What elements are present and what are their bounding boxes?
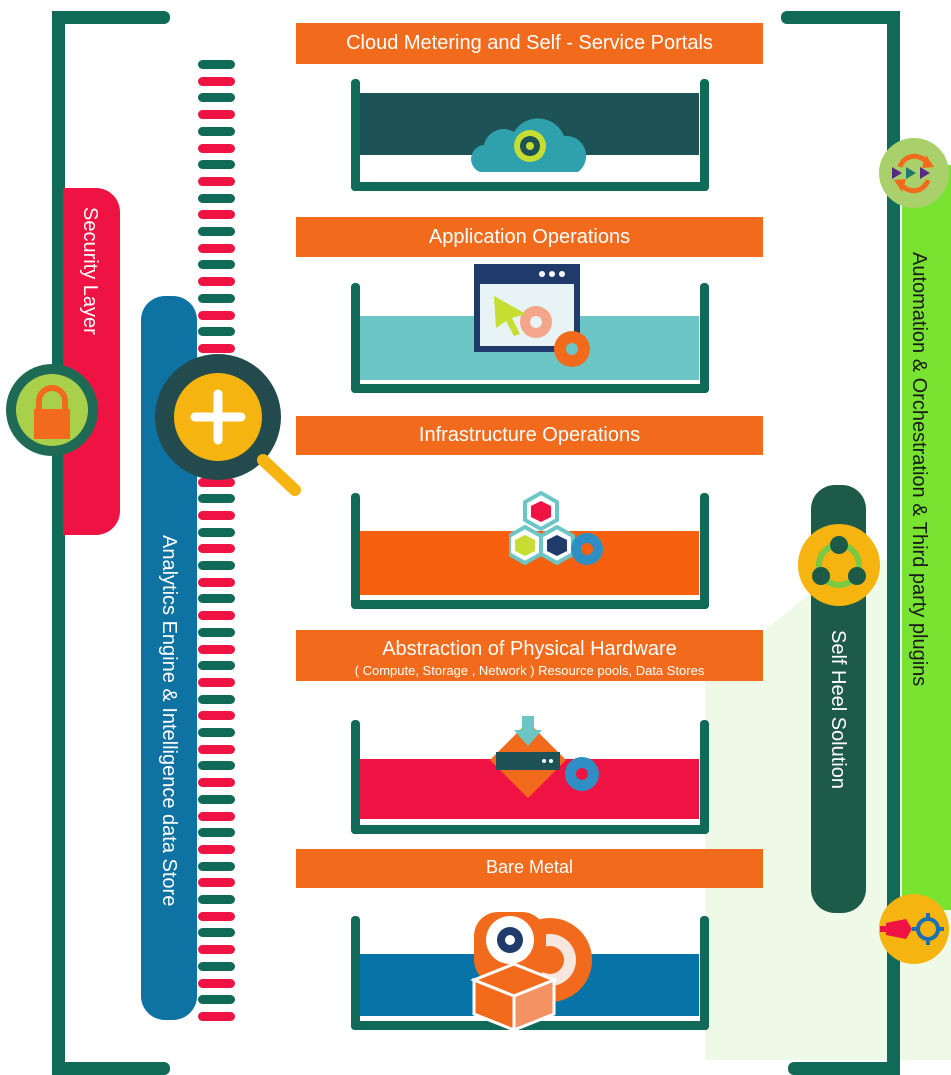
dash-segment xyxy=(198,911,235,921)
dash-segment xyxy=(198,76,235,86)
dash-segment xyxy=(198,711,235,721)
dash-segment xyxy=(198,677,235,687)
app-window-gear-icon xyxy=(474,264,590,367)
dash-segment xyxy=(198,928,235,938)
dash-segment xyxy=(198,126,235,136)
dash-segment xyxy=(198,210,235,220)
layer-4-header: Abstraction of Physical Hardware ( Compu… xyxy=(296,630,763,681)
dash-segment xyxy=(198,811,235,821)
dash-segment xyxy=(198,844,235,854)
dash-segment xyxy=(198,661,235,671)
magnifier-plus-icon xyxy=(155,354,301,496)
dash-segment xyxy=(198,627,235,637)
cloud-icon xyxy=(471,118,587,172)
dash-segment xyxy=(198,160,235,170)
dash-segment xyxy=(198,995,235,1005)
layer-5-header: Bare Metal xyxy=(296,849,763,888)
security-label: Security Layer xyxy=(79,207,101,335)
dash-segment xyxy=(198,861,235,871)
dash-segment xyxy=(198,110,235,120)
dash-segment xyxy=(198,1011,235,1021)
dash-segment xyxy=(198,293,235,303)
analytics-label: Analytics Engine & Intelligence data Sto… xyxy=(158,535,180,907)
dash-segment xyxy=(198,611,235,621)
dash-segment xyxy=(198,644,235,654)
dash-segment xyxy=(198,577,235,587)
dash-segment xyxy=(198,778,235,788)
dash-segment xyxy=(198,260,235,270)
dash-segment xyxy=(198,227,235,236)
dash-segment xyxy=(198,694,235,704)
dash-segment xyxy=(198,143,235,153)
layer-2-title: Application Operations xyxy=(428,226,631,248)
dash-segment xyxy=(198,744,235,754)
layer-1-title: Cloud Metering and Self - Service Portal… xyxy=(346,32,713,54)
dash-segment xyxy=(198,761,235,771)
dash-segment xyxy=(198,477,235,487)
automation-pill xyxy=(902,165,951,910)
dash-segment xyxy=(198,494,235,504)
dash-segment xyxy=(198,510,235,520)
server-download-gear-icon xyxy=(490,716,599,798)
self-heal-label: Self Heel Solution xyxy=(827,630,849,789)
lock-icon xyxy=(6,364,98,456)
security-pill xyxy=(63,188,120,535)
dash-segment xyxy=(198,961,235,971)
dash-segment xyxy=(198,544,235,554)
dash-segment xyxy=(198,176,235,186)
dash-segment xyxy=(198,828,235,838)
dash-segment xyxy=(198,594,235,604)
dash-segment xyxy=(198,277,235,287)
dash-segment xyxy=(198,93,235,103)
layer-4-subtitle: ( Compute, Storage , Network ) Resource … xyxy=(354,663,705,678)
layer-4-title: Abstraction of Physical Hardware xyxy=(382,638,677,660)
automation-label: Automation & Orchestration & Third party… xyxy=(908,252,930,687)
dash-segment xyxy=(198,794,235,804)
layer-1-header: Cloud Metering and Self - Service Portal… xyxy=(296,23,763,64)
sync-arrows-icon xyxy=(879,138,949,208)
dash-segment xyxy=(198,60,235,69)
layer-2-header: Application Operations xyxy=(296,217,763,257)
dash-segment xyxy=(198,878,235,888)
layer-3-header: Infrastructure Operations xyxy=(296,416,763,455)
dash-segment xyxy=(198,243,235,253)
recycle-nodes-icon xyxy=(798,524,880,606)
layer-3-title: Infrastructure Operations xyxy=(418,424,641,446)
layer-5-title: Bare Metal xyxy=(485,857,574,877)
plug-gear-icon xyxy=(879,894,949,964)
dash-segment xyxy=(198,728,235,737)
dash-segment xyxy=(198,895,235,904)
disk-box-gear-icon xyxy=(470,912,592,1033)
dash-segment xyxy=(198,945,235,955)
dash-segment xyxy=(198,527,235,537)
dash-segment xyxy=(198,327,235,337)
cubes-gear-icon xyxy=(509,491,603,566)
dash-segment xyxy=(198,343,235,353)
dash-segment xyxy=(198,310,235,320)
dash-segment xyxy=(198,193,235,203)
dash-segment xyxy=(198,561,235,570)
dash-segment xyxy=(198,978,235,988)
